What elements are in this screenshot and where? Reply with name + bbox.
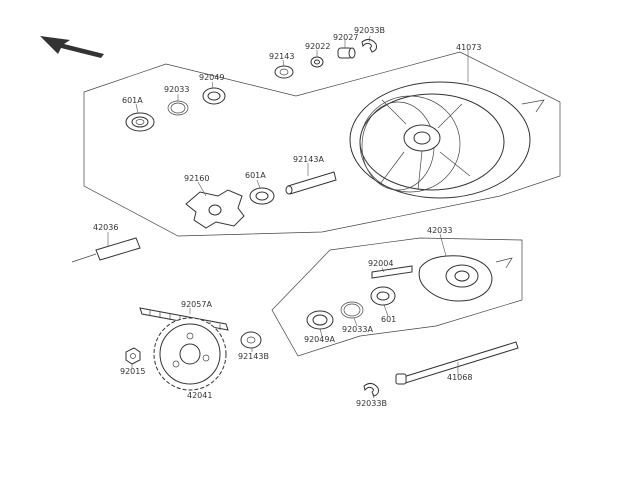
rear-axle-41068 — [395, 341, 519, 385]
label-92033B-bottom: 92033B — [356, 399, 387, 408]
oil-seal-92049 — [202, 87, 226, 105]
label-92143: 92143 — [269, 52, 294, 61]
bearing-601A-top — [125, 112, 155, 132]
nut-92015 — [125, 347, 141, 365]
label-92057A: 92057A — [181, 300, 212, 309]
collar-92027 — [337, 47, 356, 59]
label-601A-top: 601A — [122, 96, 143, 105]
label-92027: 92027 — [333, 33, 358, 42]
sprocket-hub-42033 — [418, 255, 513, 302]
collar-92143 — [274, 65, 294, 79]
stud-42036 — [71, 237, 141, 263]
label-41068: 41068 — [447, 373, 472, 382]
label-92049: 92049 — [199, 73, 224, 82]
leader-lines — [107, 35, 469, 399]
label-92033: 92033 — [164, 85, 189, 94]
snap-ring-92033B-top — [361, 38, 377, 53]
label-92004: 92004 — [368, 259, 393, 268]
label-42036: 42036 — [93, 223, 118, 232]
label-601A-middle: 601A — [245, 171, 266, 180]
lower-assembly-outline — [271, 237, 523, 357]
label-92022: 92022 — [305, 42, 330, 51]
stud-92004 — [371, 265, 413, 279]
label-92033B-top: 92033B — [354, 26, 385, 35]
label-42041: 42041 — [187, 391, 212, 400]
upper-assembly-outline — [83, 51, 561, 237]
wheel-rim — [349, 81, 545, 199]
oil-seal-92049A — [306, 310, 334, 330]
bearing-601 — [370, 286, 396, 306]
circlip-92033 — [167, 100, 189, 116]
label-41073: 41073 — [456, 43, 481, 52]
label-92033A: 92033A — [342, 325, 373, 334]
spacer-92143A — [285, 171, 337, 195]
collar-92143B — [240, 331, 262, 349]
front-direction-arrow-icon — [40, 36, 104, 58]
snap-ring-92033B-bottom — [363, 382, 379, 397]
label-42033: 42033 — [427, 226, 452, 235]
rear-sprocket-42041 — [153, 317, 227, 391]
hub-damper-92160 — [185, 189, 245, 229]
label-92015: 92015 — [120, 367, 145, 376]
label-92143A: 92143A — [293, 155, 324, 164]
label-601: 601 — [381, 315, 396, 324]
label-92049A: 92049A — [304, 335, 335, 344]
washer-92022 — [310, 56, 324, 68]
circlip-92033A — [340, 301, 364, 319]
label-92143B: 92143B — [238, 352, 269, 361]
label-92160: 92160 — [184, 174, 209, 183]
bearing-601A-middle — [249, 187, 275, 205]
